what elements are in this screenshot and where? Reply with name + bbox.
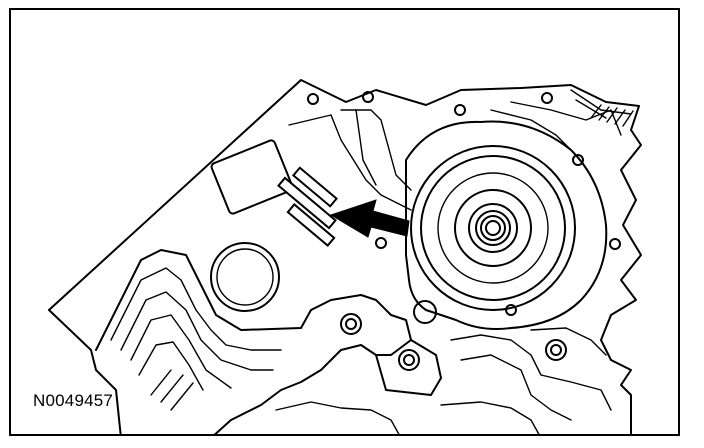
shim-strip	[291, 166, 339, 208]
housing-rib	[570, 89, 632, 115]
boss-hole	[550, 344, 562, 356]
housing-outline	[48, 79, 642, 434]
pump-ring	[420, 155, 566, 301]
bolt-hole	[375, 237, 387, 249]
shim-strip	[277, 176, 337, 230]
bolt-hole	[505, 304, 517, 316]
pointer-arrow	[329, 199, 410, 238]
boss-hole	[345, 318, 357, 330]
lower-bracket	[440, 401, 540, 434]
lower-casting	[95, 249, 412, 434]
bolt-hole	[307, 93, 319, 105]
figure-id-label: N0049457	[33, 391, 114, 410]
boss	[398, 349, 420, 371]
bolt-hole	[362, 91, 374, 103]
housing-rib	[490, 109, 572, 151]
bolt-hole	[541, 92, 553, 104]
figure-frame	[9, 8, 680, 436]
pump-gasket-outline	[405, 120, 608, 330]
lower-bracket	[460, 354, 572, 421]
engine-housing-diagram	[48, 79, 642, 434]
lower-bracket	[375, 339, 442, 396]
casting-rib	[110, 267, 282, 351]
housing-rib	[575, 99, 607, 119]
boss	[340, 313, 362, 335]
seal-ring-inner	[216, 248, 274, 306]
lower-bracket	[275, 401, 400, 434]
boss	[413, 300, 437, 324]
pump-shaft-ring	[475, 210, 511, 246]
shim-strip	[286, 203, 336, 247]
lower-bracket	[450, 334, 612, 411]
pump-shaft-ring	[468, 203, 518, 253]
pump-shaft-ring	[480, 215, 506, 241]
housing-rib	[288, 114, 412, 211]
pump-ring	[437, 172, 549, 284]
lower-bracket	[530, 327, 607, 356]
housing-rib	[355, 109, 377, 186]
boss	[545, 339, 567, 361]
bolt-hole	[454, 104, 466, 116]
housing-lower-edge	[48, 309, 122, 434]
edge-hatching	[590, 104, 634, 127]
casting-rib	[138, 341, 204, 391]
edge-hatching	[150, 369, 194, 411]
seal-ring	[210, 242, 280, 312]
bolt-hole	[609, 238, 621, 250]
housing-rib	[510, 101, 622, 136]
cover-plate	[210, 139, 294, 215]
pump-shaft	[485, 220, 501, 236]
casting-rib	[120, 291, 274, 371]
housing-rib	[340, 109, 412, 191]
bolt-hole	[572, 154, 584, 166]
pump-outer-ring	[410, 145, 576, 311]
boss-hole	[403, 354, 415, 366]
shim-strips	[277, 166, 339, 247]
pump-ring	[454, 189, 532, 267]
casting-rib	[130, 314, 232, 389]
